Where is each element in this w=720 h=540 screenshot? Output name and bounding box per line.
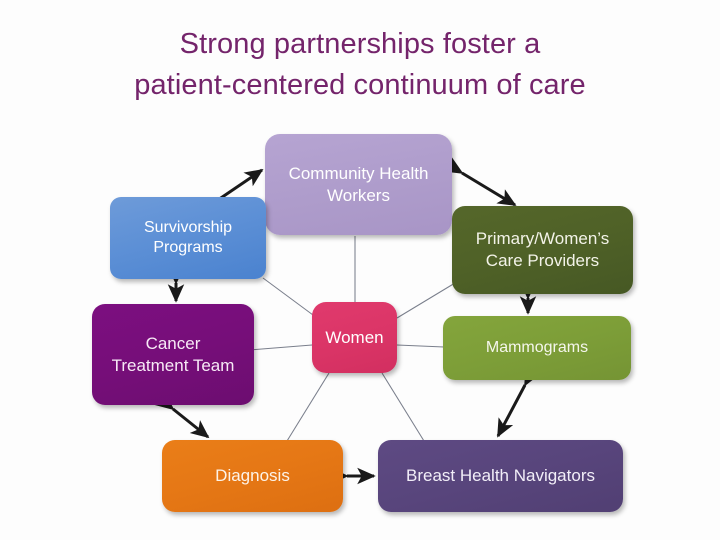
spoke-women-primary-care-providers [396, 282, 456, 319]
hub-spokes [248, 236, 456, 442]
spoke-women-survivorship-programs [262, 277, 314, 316]
spoke-women-breast-health-navigators [381, 372, 425, 442]
spoke-women-cancer-treatment-team [248, 344, 313, 351]
node-breast-health-navigators[interactable]: Breast Health Navigators [378, 440, 623, 512]
node-mammograms[interactable]: Mammograms [443, 316, 631, 380]
ring-arrows [154, 157, 541, 485]
node-diagnosis[interactable]: Diagnosis [162, 440, 343, 512]
node-women-center[interactable]: Women [312, 302, 397, 373]
node-cancer-treatment-team[interactable]: Cancer Treatment Team [92, 304, 254, 405]
arrow-community-health-workers-primary-care [443, 157, 517, 207]
spoke-women-mammograms [396, 344, 445, 348]
node-community-health-workers[interactable]: Community Health Workers [265, 134, 452, 235]
spoke-women-diagnosis [286, 372, 330, 442]
node-primary-womens-care-providers[interactable]: Primary/Women’s Care Providers [452, 206, 633, 294]
arrow-mammograms-breast-health-navigators [496, 366, 541, 438]
arrow-cancer-treatment-team-diagnosis [154, 392, 210, 439]
page-title: Strong partnerships foster a patient-cen… [134, 28, 586, 102]
node-survivorship-programs[interactable]: Survivorship Programs [110, 197, 266, 279]
